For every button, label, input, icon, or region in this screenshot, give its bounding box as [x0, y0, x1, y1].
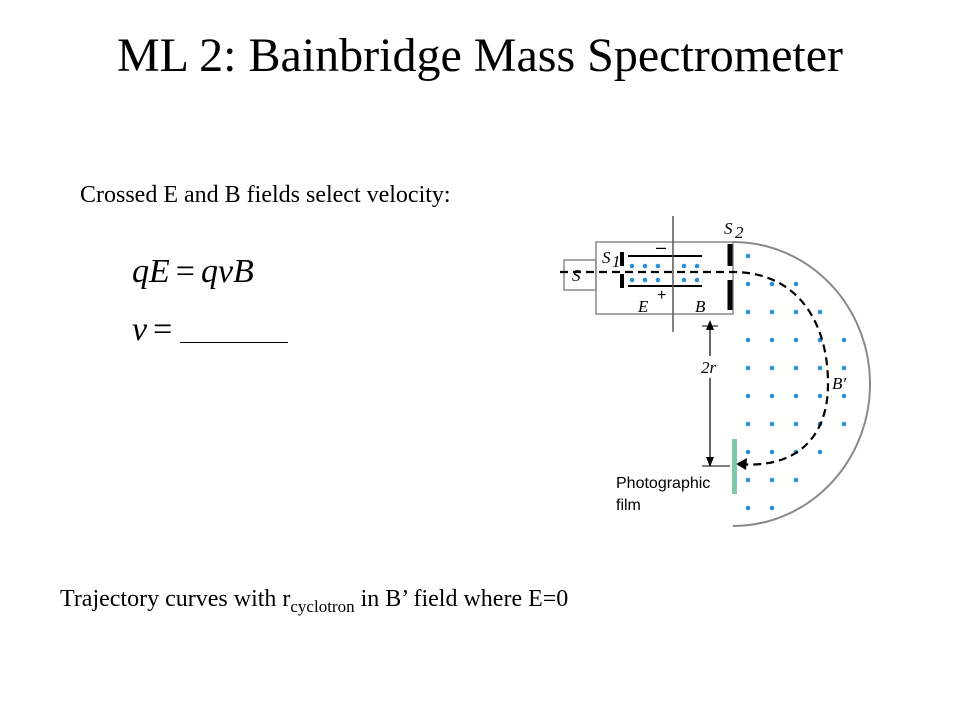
- velocity-selector-caption: Crossed E and B fields select velocity:: [80, 182, 451, 208]
- b-prime-field-dot: [769, 477, 775, 483]
- two-r-label: 2r: [701, 358, 717, 377]
- b-field-dot: [681, 263, 687, 269]
- b-prime-field-dot: [841, 393, 847, 399]
- b-prime-field-dot: [745, 309, 751, 315]
- magnetic-chamber: [732, 241, 871, 527]
- b-prime-field-dot: [769, 337, 775, 343]
- b-field-dot: [642, 263, 648, 269]
- b-field-dot: [642, 277, 648, 283]
- b-prime-field-dot: [745, 505, 751, 511]
- selector-b-field-dots: [629, 263, 700, 283]
- b-prime-field-dot: [769, 309, 775, 315]
- slide-title: ML 2: Bainbridge Mass Spectrometer: [116, 29, 844, 82]
- b-field-dot: [694, 277, 700, 283]
- b-field-dot: [655, 263, 661, 269]
- ion-trajectory: [560, 270, 830, 466]
- b-prime-field-dot: [841, 421, 847, 427]
- equals-sign: =: [153, 311, 173, 348]
- slit-s1-label: S: [602, 248, 611, 267]
- b-field-dot: [629, 277, 635, 283]
- equation-lhs: qE: [132, 253, 170, 290]
- b-field-label: B: [695, 297, 706, 316]
- caption-subscript: cyclotron: [290, 596, 355, 616]
- chamber-b-field-dots: [745, 253, 847, 511]
- b-prime-label: B′: [832, 374, 846, 393]
- slit-s2-subscript: 2: [735, 223, 744, 242]
- b-prime-field-dot: [745, 253, 751, 259]
- b-prime-field-dot: [745, 449, 751, 455]
- b-prime-field-dot: [769, 281, 775, 287]
- photographic-film: [732, 439, 737, 494]
- trajectory-arrowhead: [736, 458, 747, 470]
- equals-sign: =: [175, 253, 195, 290]
- minus-sign: –: [656, 237, 666, 257]
- b-prime-field-dot: [769, 449, 775, 455]
- b-prime-field-dot: [769, 421, 775, 427]
- b-prime-field-dot: [769, 365, 775, 371]
- b-field-dot: [629, 263, 635, 269]
- b-prime-field-dot: [793, 477, 799, 483]
- velocity-equation: v=: [132, 310, 289, 350]
- b-prime-field-dot: [817, 449, 823, 455]
- b-field-dot: [655, 277, 661, 283]
- b-prime-field-dot: [841, 365, 847, 371]
- b-prime-field-dot: [745, 337, 751, 343]
- b-prime-field-dot: [745, 477, 751, 483]
- two-r-arrow-bottom: [706, 457, 714, 467]
- b-field-dot: [681, 277, 687, 283]
- b-prime-field-dot: [793, 393, 799, 399]
- b-prime-field-dot: [817, 365, 823, 371]
- b-prime-field-dot: [793, 281, 799, 287]
- velocity-selector-box: [595, 241, 734, 315]
- b-prime-field-dot: [817, 393, 823, 399]
- b-prime-field-dot: [745, 365, 751, 371]
- source-box: [563, 259, 597, 291]
- b-prime-field-dot: [817, 309, 823, 315]
- b-prime-field-dot: [793, 365, 799, 371]
- b-prime-field-dot: [769, 505, 775, 511]
- b-prime-field-dot: [769, 393, 775, 399]
- two-r-arrow-top: [706, 320, 714, 330]
- b-prime-field-dot: [745, 421, 751, 427]
- b-prime-field-dot: [793, 309, 799, 315]
- b-prime-field-dot: [745, 281, 751, 287]
- film-label-line2: film: [616, 497, 641, 514]
- plus-sign: +: [657, 287, 666, 304]
- answer-blank: [180, 322, 289, 343]
- b-prime-field-dot: [793, 421, 799, 427]
- equation-rhs: qvB: [200, 253, 254, 290]
- b-field-dot: [694, 263, 700, 269]
- b-prime-field-dot: [841, 337, 847, 343]
- caption-suffix: in B’ field where E=0: [354, 586, 569, 612]
- source-label: S: [572, 266, 581, 285]
- b-prime-field-dot: [745, 393, 751, 399]
- e-field-label: E: [637, 297, 649, 316]
- b-prime-field-dot: [793, 337, 799, 343]
- equation-lhs: v: [132, 311, 148, 348]
- mass-spectrometer-diagram: S S 1 S 2 – + E B B′ 2r Photographic fil…: [560, 216, 871, 527]
- slit-s1-subscript: 1: [612, 252, 621, 271]
- force-balance-equation: qE=qvB: [132, 252, 254, 292]
- slit-s2-label: S: [724, 219, 733, 238]
- film-label-line1: Photographic: [616, 475, 710, 492]
- trajectory-caption: Trajectory curves with rcyclotron in B’ …: [60, 584, 568, 622]
- two-r-label-bg: [698, 356, 724, 378]
- caption-prefix: Trajectory curves with r: [60, 586, 291, 612]
